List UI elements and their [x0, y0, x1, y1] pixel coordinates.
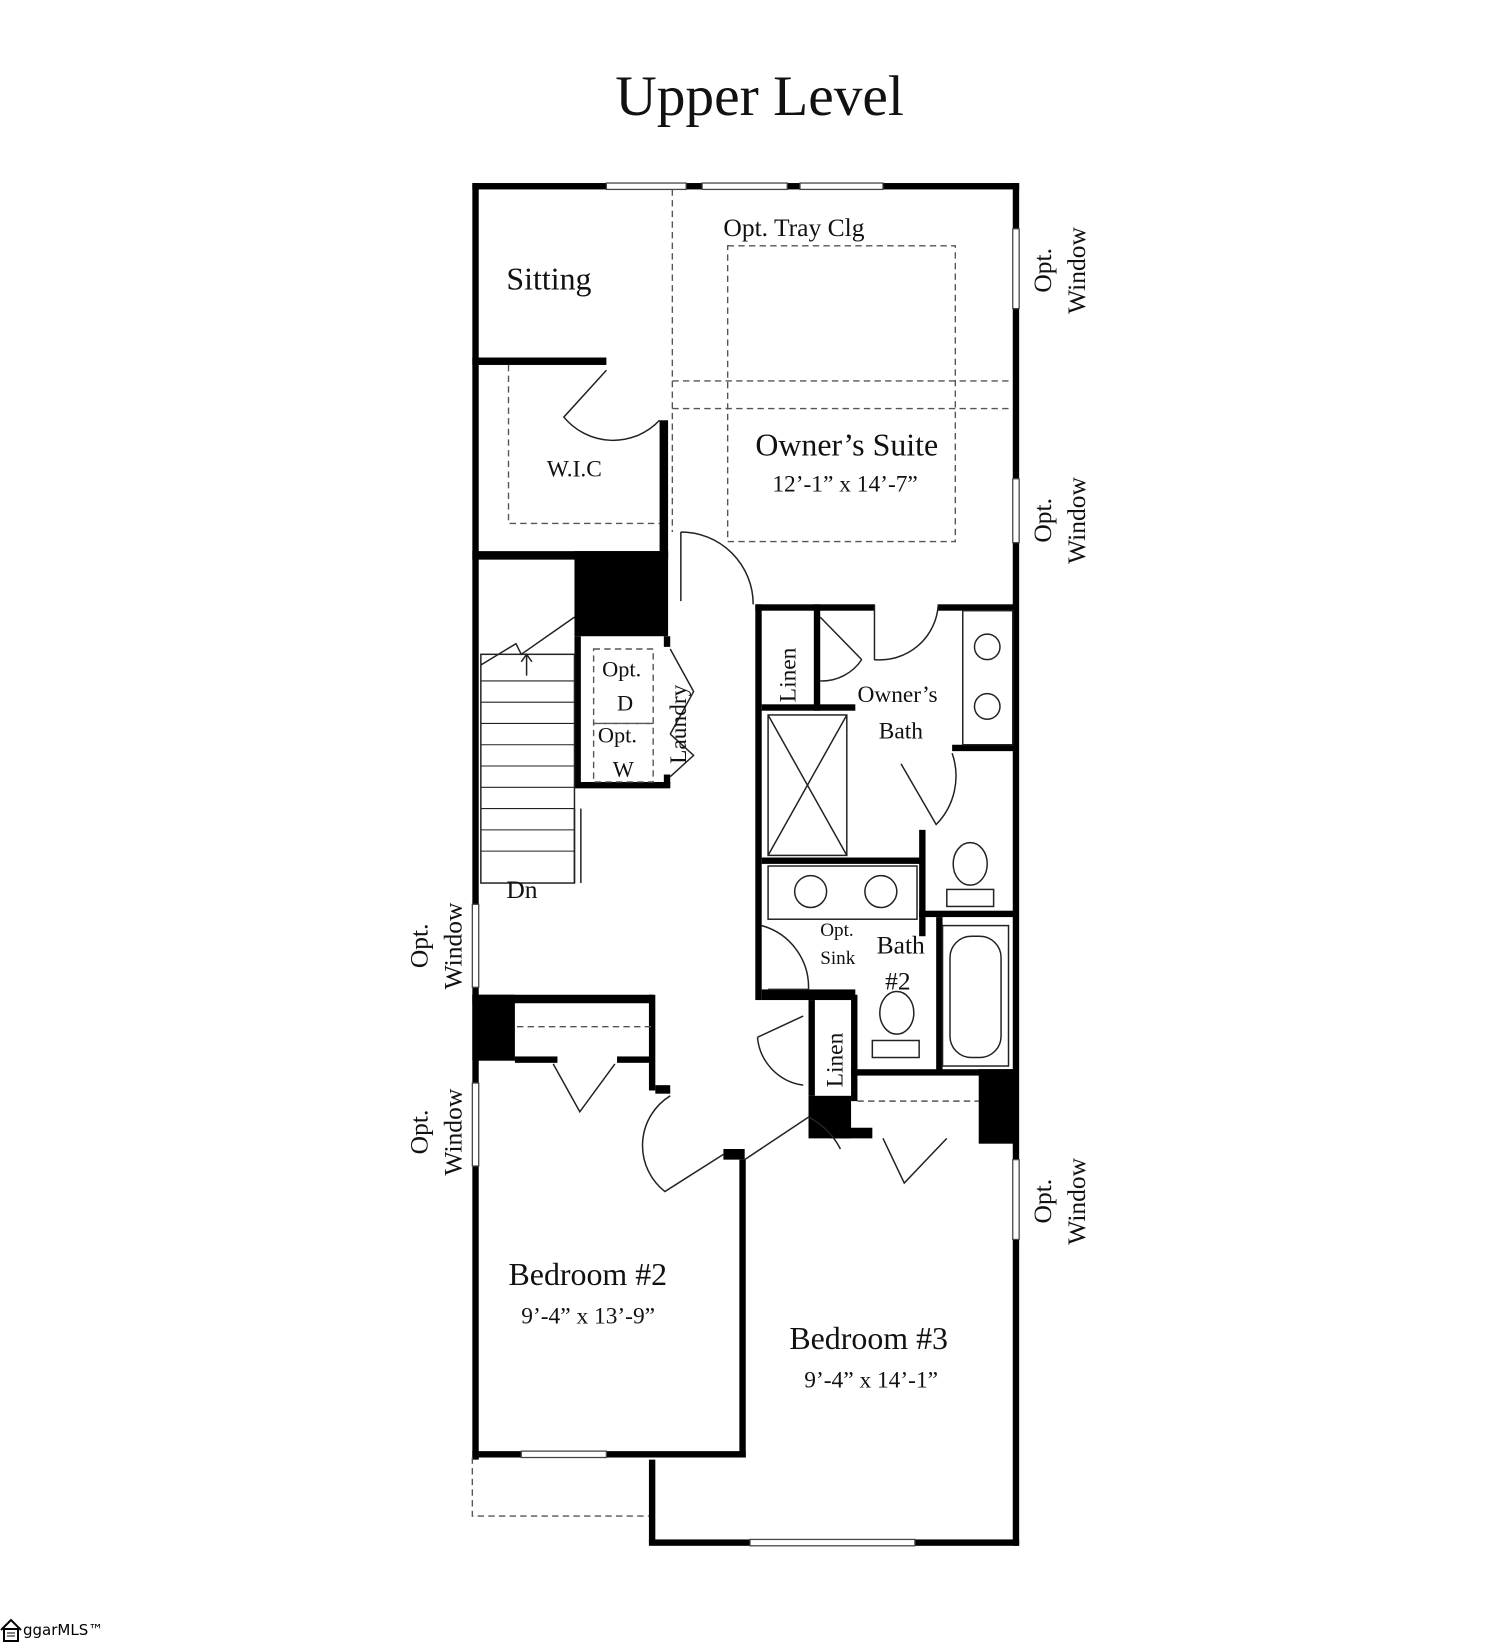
room-labels: Sitting Opt. Tray Clg Owner’s Suite 12’-… [506, 213, 948, 1393]
toilet-icon [952, 841, 988, 886]
sink-icon [793, 874, 828, 909]
laundry-label: Laundry [666, 684, 692, 764]
windows [471, 182, 1020, 1547]
opt-dryer-label: Opt. [602, 657, 641, 682]
stairs [480, 616, 582, 884]
svg-text:Opt.: Opt. [405, 1110, 434, 1155]
svg-text:Opt.: Opt. [1028, 1179, 1057, 1224]
sink-icon [864, 874, 898, 909]
watermark-text: ggarMLS™ [23, 1621, 104, 1639]
sink-icon [973, 692, 1001, 720]
svg-text:Window: Window [439, 1088, 468, 1175]
svg-text:Window: Window [1062, 476, 1091, 563]
plan-title: Upper Level [615, 65, 904, 128]
svg-text:Window: Window [1062, 1157, 1091, 1244]
opt-sink-label-2: Sink [820, 948, 856, 969]
watermark: ggarMLS™ [0, 1618, 103, 1642]
bedroom2-dimensions: 9’-4” x 13’-9” [521, 1303, 655, 1329]
dashed-lines [471, 189, 1013, 1517]
owners-bath-label-2: Bath [879, 718, 923, 744]
down-stairs-label: Dn [506, 875, 537, 904]
bedroom3-label: Bedroom #3 [789, 1321, 948, 1356]
bathtub-icon [941, 924, 1010, 1067]
owners-suite-dimensions: 12’-1” x 14’-7” [772, 472, 917, 498]
bedroom3-dimensions: 9’-4” x 14’-1” [804, 1367, 938, 1393]
tray-ceiling-label: Opt. Tray Clg [723, 213, 864, 242]
opt-window-labels: Opt.Window Opt.Window Opt.Window Opt.Win… [405, 226, 1091, 1244]
svg-text:Opt.: Opt. [1028, 498, 1057, 543]
bath2-label-2: #2 [885, 966, 911, 995]
owners-bath-label: Owner’s [857, 682, 937, 708]
toilet-icon [879, 990, 915, 1035]
opt-washer-label-2: W [613, 757, 635, 782]
opt-washer-label: Opt. [598, 723, 637, 748]
doors [552, 369, 957, 1193]
bath2-label: Bath [877, 930, 925, 959]
bedroom2-label: Bedroom #2 [509, 1257, 668, 1292]
owners-suite-label: Owner’s Suite [755, 427, 938, 462]
house-icon [0, 1618, 22, 1642]
shower-icon [767, 714, 848, 857]
opt-sink-label: Opt. [820, 920, 853, 941]
opt-dryer-label-2: D [617, 691, 633, 716]
linen-label: Linen [776, 647, 802, 702]
sitting-label: Sitting [506, 261, 591, 296]
linen-label-2: Linen [823, 1032, 849, 1087]
svg-text:Window: Window [439, 902, 468, 989]
svg-text:Window: Window [1062, 226, 1091, 313]
svg-text:Opt.: Opt. [1028, 248, 1057, 293]
walls [472, 183, 1020, 1546]
sink-icon [973, 633, 1001, 661]
wic-label: W.I.C [547, 457, 602, 483]
svg-text:Opt.: Opt. [405, 923, 434, 968]
fixtures [767, 609, 1014, 1067]
